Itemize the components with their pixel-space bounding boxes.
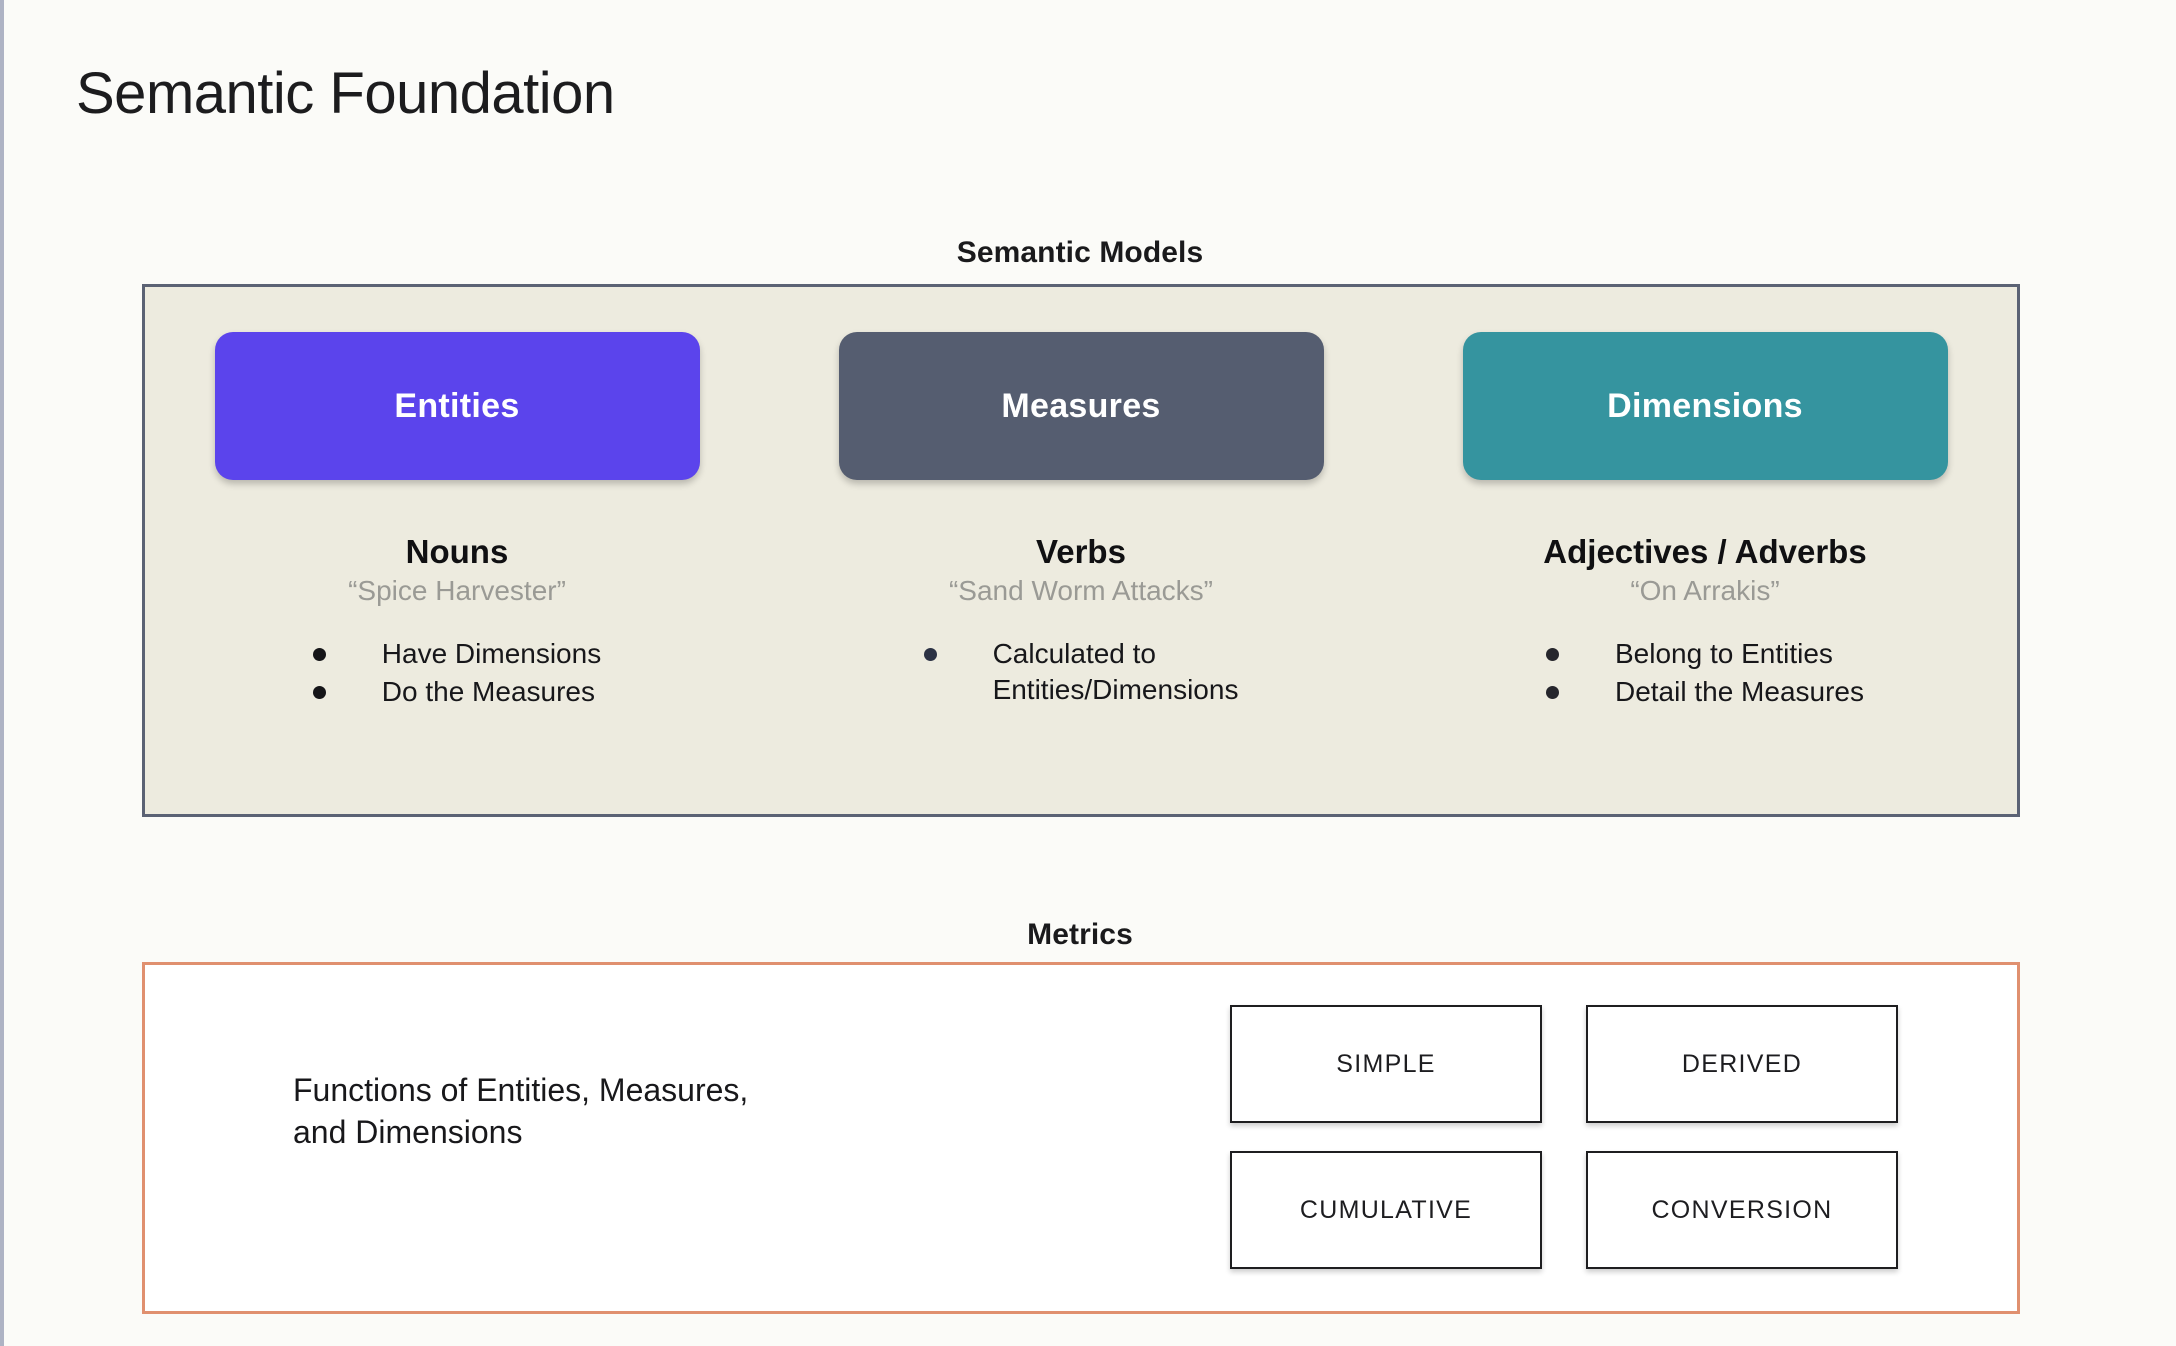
dimensions-chip[interactable]: Dimensions	[1462, 332, 1948, 480]
metric-type-derived[interactable]: DERIVED	[1586, 1005, 1898, 1123]
list-item: Do the Measures	[312, 674, 601, 710]
left-edge-line	[0, 0, 4, 1346]
list-item-label: Calculated to Entities/Dimensions	[992, 638, 1239, 706]
semantic-column-dimensions: Dimensions Adjectives / Adverbs “On Arra…	[1393, 287, 2017, 814]
list-item: Have Dimensions	[312, 636, 602, 672]
list-item-label: Detail the Measures	[1614, 676, 1864, 708]
bullet-dot-icon	[1545, 686, 1559, 700]
measures-part-of-speech: Verbs	[1036, 533, 1126, 570]
list-item-label: Belong to Entities	[1614, 638, 1833, 670]
bullet-dot-icon	[1545, 648, 1559, 662]
entities-part-of-speech: Nouns	[405, 533, 509, 570]
measures-chip[interactable]: Measures	[838, 332, 1324, 480]
list-item: Detail the Measures	[1545, 674, 1864, 710]
dimensions-part-of-speech: Adjectives / Adverbs	[1543, 533, 1867, 570]
bullet-dot-icon	[923, 648, 937, 662]
bullet-dot-icon	[312, 648, 326, 662]
metric-type-grid: SIMPLE DERIVED CUMULATIVE CONVERSION	[1230, 1005, 1920, 1269]
semantic-column-entities: Entities Nouns “Spice Harvester” Have Di…	[145, 287, 769, 814]
page-title: Semantic Foundation	[76, 61, 615, 126]
semantic-models-columns: Entities Nouns “Spice Harvester” Have Di…	[145, 287, 2017, 814]
measures-bullet-list: Calculated to Entities/Dimensions	[923, 636, 1239, 708]
semantic-column-measures: Measures Verbs “Sand Worm Attacks” Calcu…	[769, 287, 1393, 814]
semantic-models-panel: Entities Nouns “Spice Harvester” Have Di…	[142, 284, 2020, 817]
entities-bullet-list: Have Dimensions Do the Measures	[312, 636, 602, 710]
metrics-caption: Metrics	[1027, 918, 1133, 951]
list-item-label: Have Dimensions	[381, 638, 602, 670]
list-item: Calculated to Entities/Dimensions	[923, 636, 1239, 708]
measures-example: “Sand Worm Attacks”	[948, 574, 1213, 606]
entities-chip[interactable]: Entities	[214, 332, 700, 480]
dimensions-bullet-list: Belong to Entities Detail the Measures	[1545, 636, 1864, 710]
bullet-dot-icon	[312, 686, 326, 700]
entities-example: “Spice Harvester”	[348, 574, 566, 606]
semantic-models-caption: Semantic Models	[956, 236, 1204, 269]
dimensions-example: “On Arrakis”	[1630, 574, 1780, 606]
metrics-panel: Functions of Entities, Measures, and Dim…	[142, 962, 2020, 1314]
metric-type-cumulative[interactable]: CUMULATIVE	[1230, 1151, 1542, 1269]
metric-type-simple[interactable]: SIMPLE	[1230, 1005, 1542, 1123]
list-item: Belong to Entities	[1545, 636, 1864, 672]
metrics-description: Functions of Entities, Measures, and Dim…	[293, 1072, 749, 1151]
metric-type-conversion[interactable]: CONVERSION	[1586, 1151, 1898, 1269]
list-item-label: Do the Measures	[381, 676, 595, 708]
